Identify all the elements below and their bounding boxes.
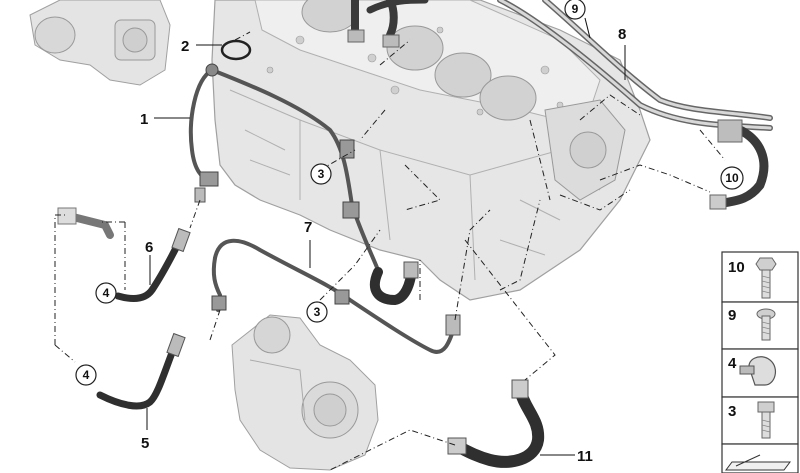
svg-text:10: 10 bbox=[725, 171, 739, 185]
intake-component bbox=[29, 0, 171, 86]
turbocharger bbox=[231, 314, 379, 471]
cylinder-bore bbox=[434, 52, 492, 98]
bolt-long-icon bbox=[755, 257, 777, 299]
callout-1: 1 bbox=[140, 111, 148, 128]
cylinder-bore bbox=[479, 75, 537, 121]
parts-panel-row: 10 bbox=[721, 251, 799, 303]
engine-block bbox=[211, 0, 651, 301]
parts-panel-row: 3 bbox=[721, 396, 799, 445]
circled-ref-3: 3 bbox=[310, 163, 332, 185]
hose-5 bbox=[96, 341, 179, 410]
pipe-1 bbox=[188, 68, 214, 184]
svg-text:11: 11 bbox=[577, 448, 593, 465]
gasket-ring bbox=[220, 39, 252, 61]
svg-text:9: 9 bbox=[728, 307, 736, 324]
svg-text:4: 4 bbox=[83, 368, 90, 382]
svg-text:8: 8 bbox=[618, 26, 626, 43]
svg-text:5: 5 bbox=[141, 435, 149, 452]
parts-panel-row: 4 bbox=[721, 348, 799, 398]
svg-text:4: 4 bbox=[728, 355, 737, 372]
callout-5: 5 bbox=[141, 435, 149, 452]
parts-panel: 10 9 bbox=[721, 251, 799, 473]
svg-text:7: 7 bbox=[304, 219, 312, 236]
svg-text:2: 2 bbox=[181, 38, 189, 55]
hose-11 bbox=[449, 384, 545, 468]
svg-text:9: 9 bbox=[572, 2, 579, 16]
parts-panel-row: 9 bbox=[721, 301, 799, 350]
bolt-short-icon bbox=[757, 401, 775, 439]
parts-panel-row bbox=[721, 443, 799, 473]
pipe-7 bbox=[213, 238, 457, 354]
circled-ref-9: 9 bbox=[564, 0, 586, 20]
hose-6 bbox=[114, 236, 184, 302]
callout-11: 11 bbox=[577, 448, 593, 465]
svg-text:10: 10 bbox=[728, 259, 745, 276]
cylinder-bore bbox=[386, 25, 444, 71]
callout-2: 2 bbox=[181, 38, 189, 55]
circled-ref-3: 3 bbox=[306, 301, 328, 323]
svg-text:4: 4 bbox=[103, 286, 110, 300]
screw-icon bbox=[756, 308, 776, 341]
circled-ref-4: 4 bbox=[75, 364, 97, 386]
circled-ref-10: 10 bbox=[720, 166, 744, 190]
svg-text:3: 3 bbox=[728, 403, 736, 420]
svg-text:1: 1 bbox=[140, 111, 148, 128]
callout-7: 7 bbox=[304, 219, 312, 236]
callout-8: 8 bbox=[618, 26, 626, 43]
circled-ref-4: 4 bbox=[95, 282, 117, 304]
svg-text:6: 6 bbox=[145, 239, 153, 256]
clamp-icon bbox=[739, 356, 777, 386]
svg-text:3: 3 bbox=[314, 305, 321, 319]
callout-6: 6 bbox=[145, 239, 153, 256]
svg-text:3: 3 bbox=[318, 167, 325, 181]
